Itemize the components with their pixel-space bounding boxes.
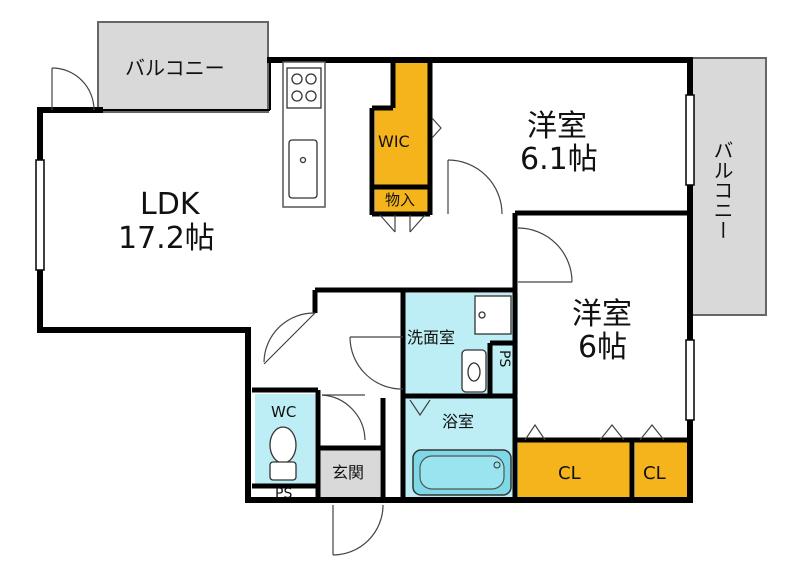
wic-area (375, 63, 430, 185)
stove-icon (286, 67, 322, 109)
storage-area (375, 188, 430, 213)
ldk-size: 17.2帖 (118, 221, 215, 256)
closet1-label: CL (558, 463, 581, 484)
kitchen-counter (282, 61, 326, 208)
wc-label: WC (271, 403, 297, 421)
washbasin-icon (461, 295, 512, 393)
bathroom-label: 浴室 (442, 412, 475, 431)
ps-upper-label: PS (496, 350, 513, 368)
balcony-right-label: バルコニー (710, 140, 734, 240)
washroom-label: 洗面室 (407, 328, 456, 347)
balcony-top-area (97, 21, 269, 113)
storage-label: 物入 (385, 191, 416, 209)
balcony-right-area (689, 57, 767, 316)
wic-label: WIC (378, 132, 410, 151)
closet1-area (518, 440, 630, 500)
ps-lower-label: PS (275, 486, 293, 502)
exterior-walls (37, 57, 693, 503)
bathtub-icon (412, 449, 512, 496)
western2-size: 6帖 (578, 330, 628, 365)
western1-name: 洋室 (527, 109, 587, 144)
entrance-label: 玄関 (332, 463, 365, 482)
door-swing-icon (51, 67, 665, 556)
toilet-icon (269, 426, 297, 481)
interior-walls (252, 60, 690, 500)
sink-icon (288, 139, 318, 199)
windows (35, 94, 695, 421)
western2-name: 洋室 (572, 297, 632, 332)
interior-thin-walls (100, 60, 271, 111)
closet2-area (635, 440, 687, 500)
ldk-name: LDK (140, 187, 200, 222)
entrance-area (318, 448, 380, 500)
balcony-top-label: バルコニー (125, 56, 225, 80)
closet2-label: CL (643, 463, 666, 484)
western1-size: 6.1帖 (520, 142, 598, 177)
